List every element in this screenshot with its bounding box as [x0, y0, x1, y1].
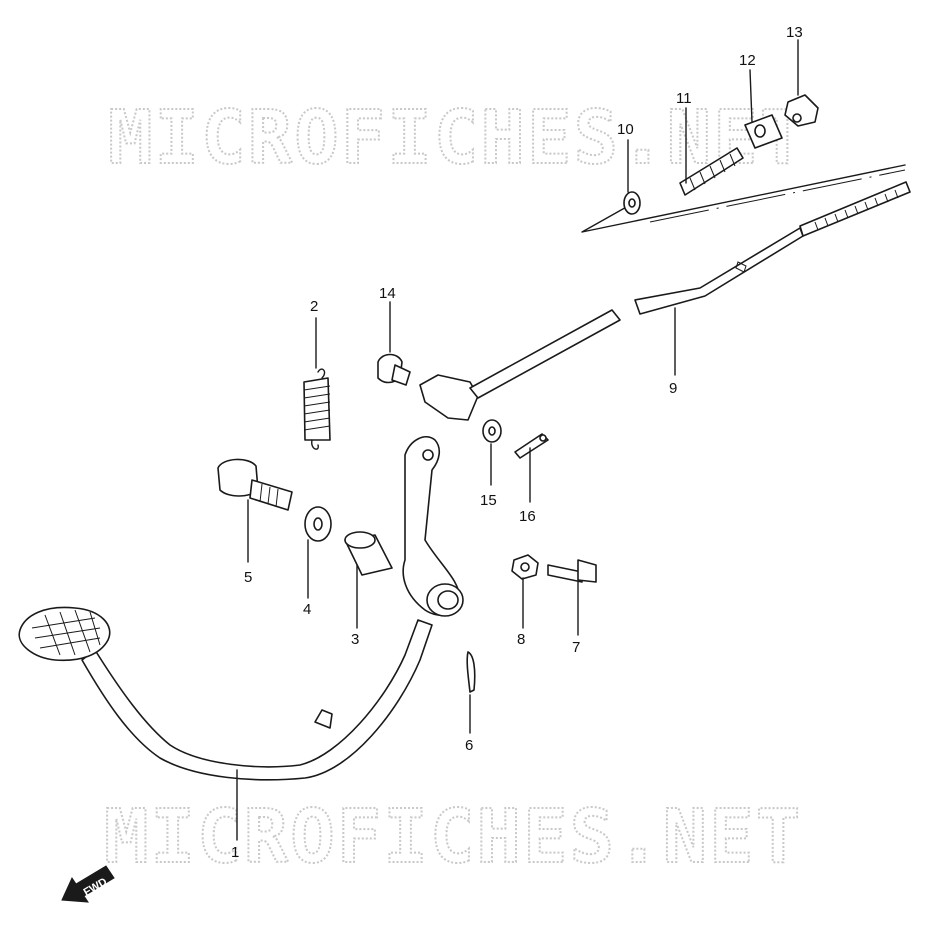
watermark-top: MICROFICHES.NET	[108, 95, 806, 181]
callout-9: 9	[669, 380, 677, 397]
washer-10	[623, 191, 641, 215]
return-spring	[303, 368, 331, 450]
watermark-bottom: MICROFICHES.NET	[104, 794, 802, 880]
callout-2: 2	[310, 298, 318, 315]
pivot-bolt	[217, 458, 293, 511]
fwd-arrow-icon: FWD	[61, 865, 115, 903]
callout-8: 8	[517, 631, 525, 648]
leader-lines	[236, 39, 799, 841]
callout-12: 12	[739, 52, 756, 69]
cotter-pin-6	[466, 651, 476, 693]
callout-labels: 1 2 3 4 5 6 7 8 9 10 11 12 13 14 15 16	[231, 24, 803, 861]
bushing	[344, 531, 393, 576]
detail-frame	[581, 164, 906, 233]
cotter-pin-16	[514, 433, 549, 459]
washer-15	[482, 419, 502, 443]
callout-1: 1	[231, 844, 239, 861]
washer-4	[304, 506, 332, 542]
callout-11: 11	[676, 90, 692, 107]
callout-7: 7	[572, 639, 580, 656]
callout-13: 13	[786, 24, 803, 41]
callout-14: 14	[379, 285, 396, 302]
callout-4: 4	[303, 601, 311, 618]
callout-16: 16	[519, 508, 536, 525]
joint-12	[744, 114, 783, 149]
brake-rod	[419, 181, 911, 421]
clevis-pin	[377, 353, 411, 386]
callout-6: 6	[465, 737, 473, 754]
nut-8	[511, 554, 539, 580]
callout-15: 15	[480, 492, 497, 509]
callout-5: 5	[244, 569, 252, 586]
callout-10: 10	[617, 121, 634, 138]
detail-frame-dash	[649, 169, 906, 223]
adjuster-nut	[784, 94, 819, 127]
spring-11	[679, 147, 744, 196]
bolt-7	[547, 559, 597, 583]
brake-pedal	[18, 436, 464, 781]
callout-3: 3	[351, 631, 359, 648]
